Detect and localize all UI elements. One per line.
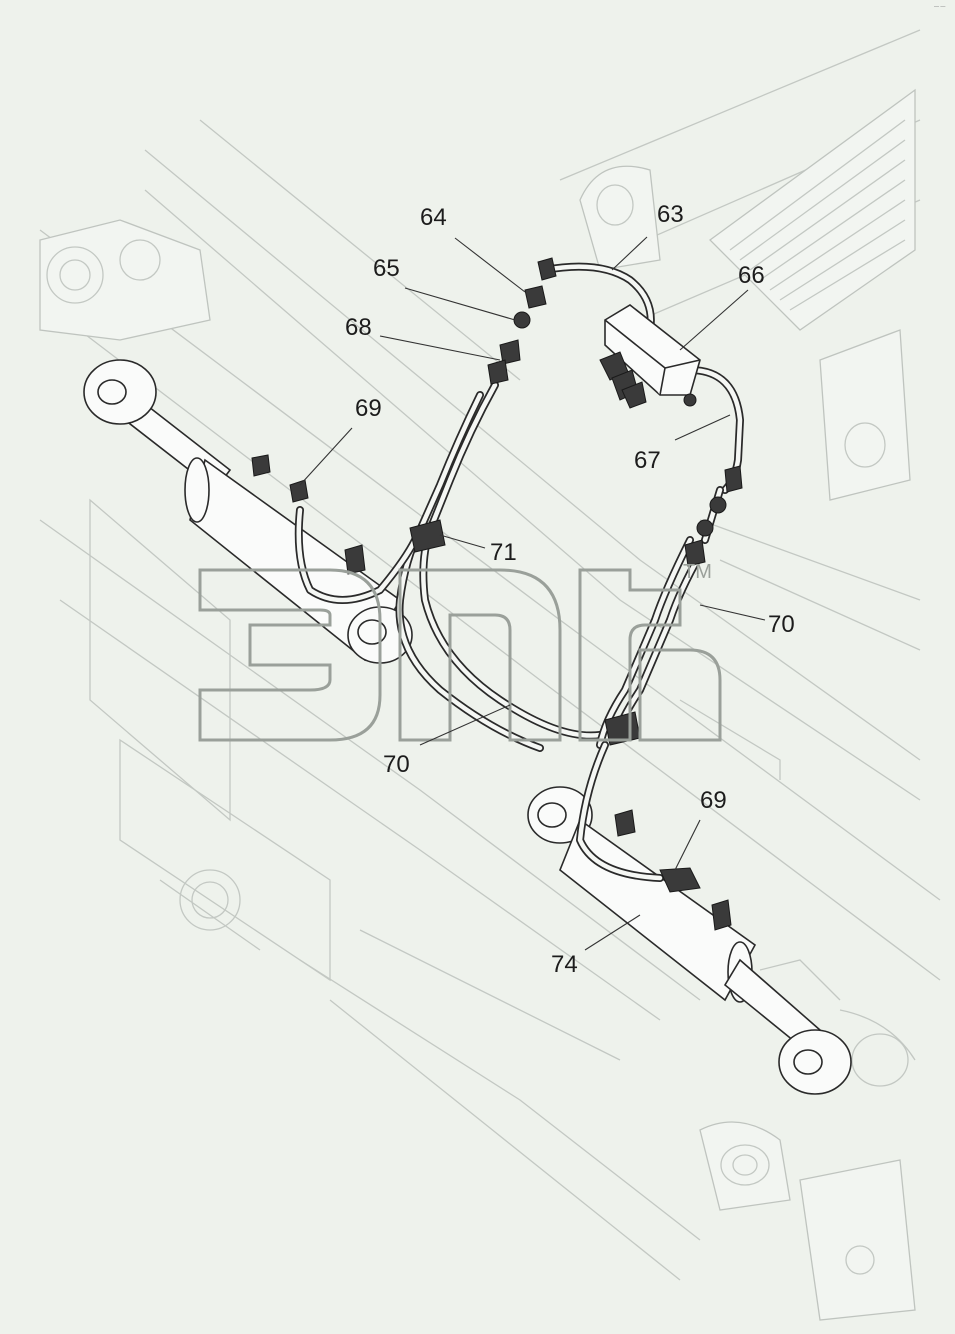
machine-frame-background [39, 29, 941, 1321]
callout-labels: 63 64 65 66 67 68 69 69 70 70 71 74 [345, 201, 795, 978]
callout-74: 74 [551, 951, 578, 978]
callout-66: 66 [738, 262, 765, 289]
callout-69-upper: 69 [355, 395, 382, 422]
callout-70-lower: 70 [383, 751, 410, 778]
callout-68: 68 [345, 314, 372, 341]
corner-mark: — — [934, 4, 945, 10]
callout-67: 67 [634, 447, 661, 474]
callout-65: 65 [373, 255, 400, 282]
callout-71: 71 [490, 539, 517, 566]
valve-block [599, 304, 701, 409]
hydraulic-cylinder-lower [527, 786, 852, 1095]
leader-lines [299, 236, 766, 951]
callout-64: 64 [420, 204, 447, 231]
callout-63: 63 [657, 201, 684, 228]
callout-69-lower: 69 [700, 787, 727, 814]
trademark-mark: TM [683, 561, 712, 583]
radiator-fins [729, 119, 906, 311]
callout-70-right: 70 [768, 611, 795, 638]
watermark-logo: TM [198, 561, 722, 742]
